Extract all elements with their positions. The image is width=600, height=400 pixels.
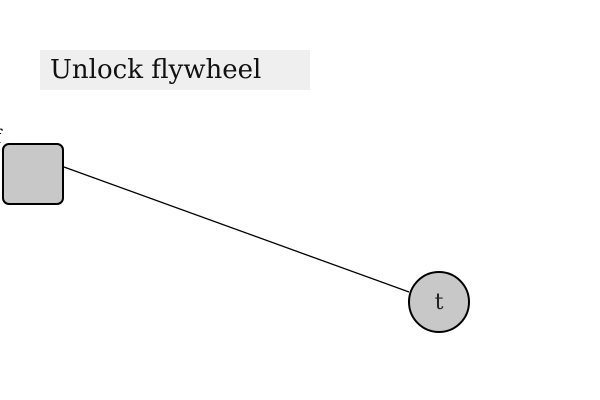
task-instruction: Unlock flywheel <box>40 50 310 90</box>
task-instruction-text: Unlock flywheel <box>50 55 262 85</box>
node-square[interactable] <box>2 143 64 205</box>
node-square-label: f <box>0 126 1 146</box>
edge-square-to-circle <box>63 166 410 293</box>
node-circle[interactable]: t <box>408 271 470 333</box>
node-circle-label: t <box>434 289 444 315</box>
